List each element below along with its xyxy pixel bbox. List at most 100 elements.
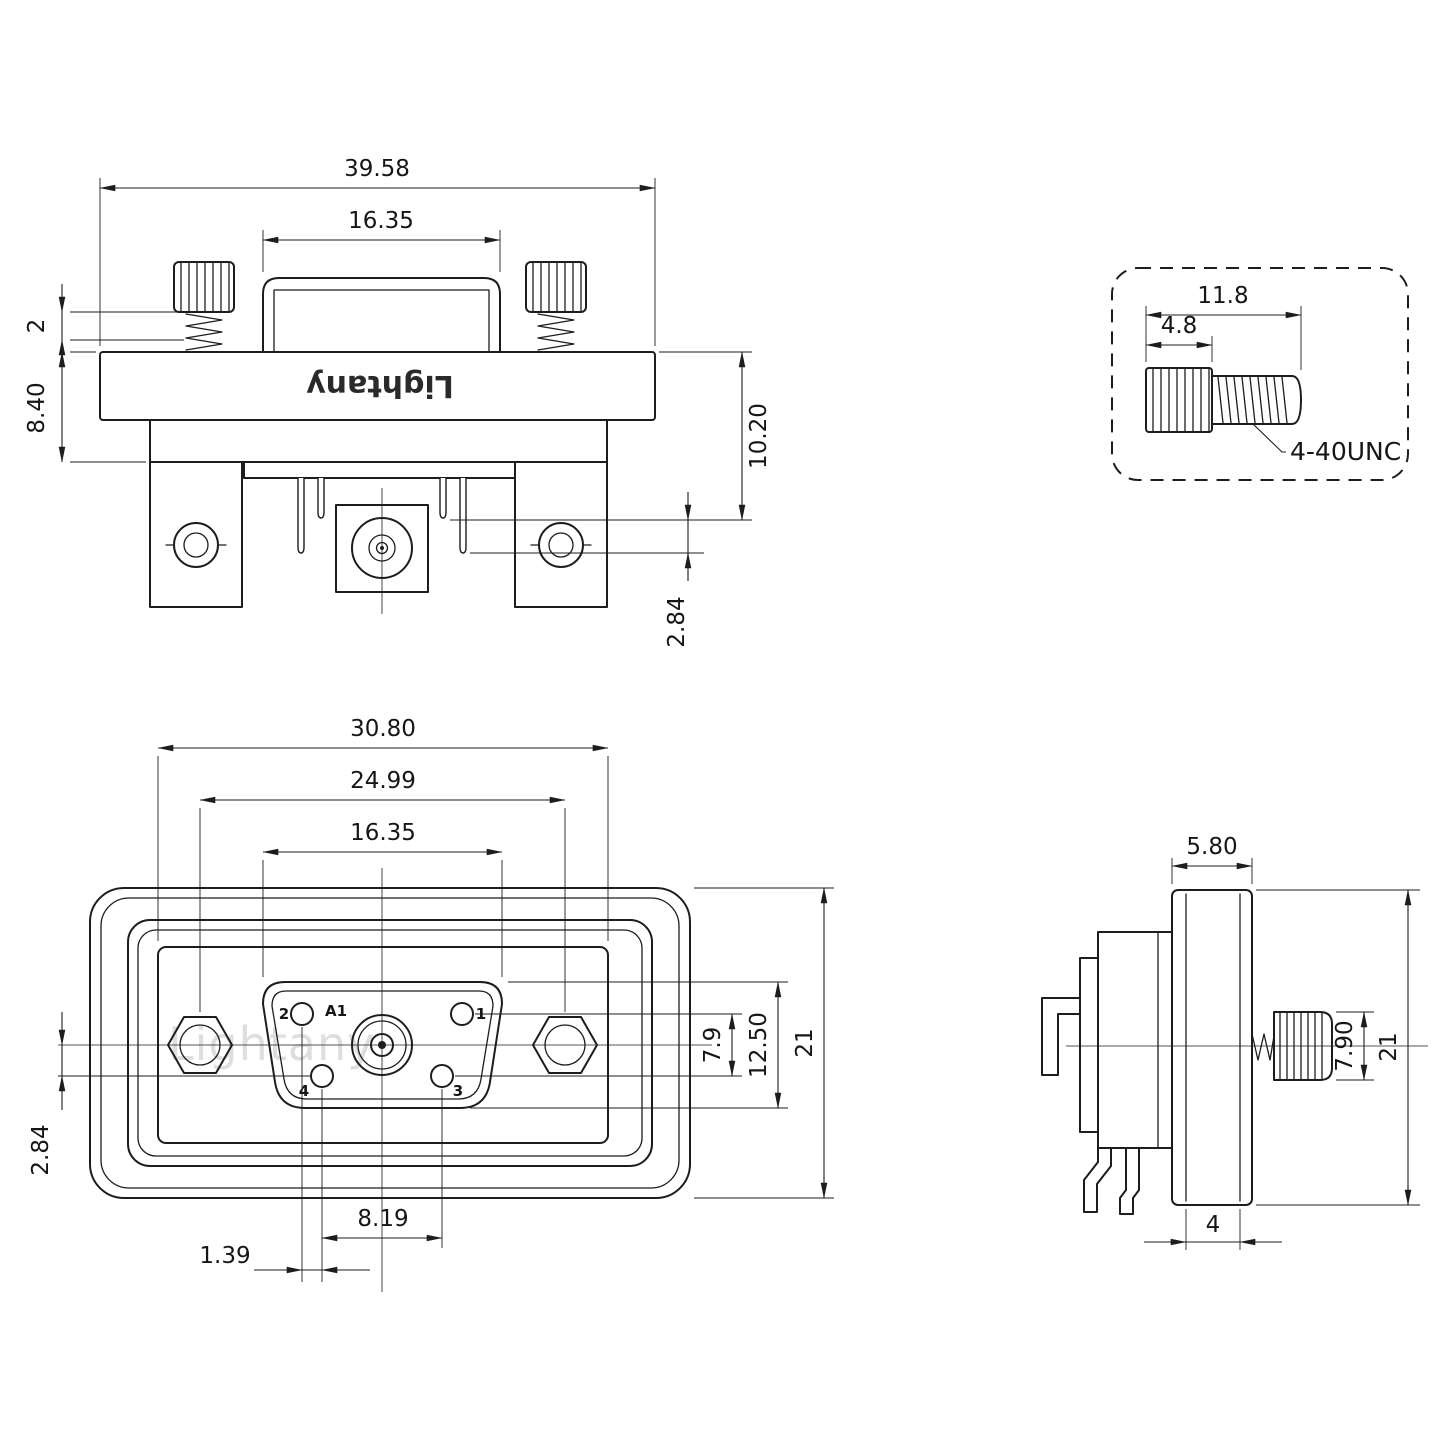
left-hex-nut [167, 1016, 233, 1074]
shell-top [262, 277, 501, 353]
coax-contact-dot [378, 1041, 386, 1049]
dim-text-pin-step: 2.84 [664, 596, 690, 647]
coax-pin-dot [380, 546, 384, 550]
left-thumbscrew-knurl [180, 262, 230, 312]
coax-block [335, 504, 429, 593]
body [149, 419, 608, 463]
screw-head-knurl-side [1279, 1012, 1323, 1080]
dim-hole-spacing: 24.99 [199, 768, 566, 1012]
housing-outer-inner-line [100, 897, 680, 1189]
thread-leader-line [1252, 423, 1286, 453]
dshell-inner [271, 990, 494, 1100]
left-screw-spring [185, 313, 223, 351]
dim-text-body-height: 8.40 [24, 382, 50, 433]
screw-spring-side [1251, 1033, 1275, 1061]
left-mount-hole-inner [183, 532, 209, 558]
shell-top-inner [273, 289, 490, 353]
dim-shell-height: 12.50 [470, 981, 788, 1109]
dim-screw-head-height: 7.90 [1332, 1011, 1374, 1081]
dim-text-hole-spacing: 24.99 [350, 768, 416, 794]
front-view: Lightany [28, 716, 834, 1292]
dim-overall-height-side: 21 [1256, 889, 1420, 1206]
top-view: Lightany [24, 156, 772, 648]
gasket-inner-line [137, 929, 643, 1157]
dim-text-washer: 2 [24, 319, 50, 334]
dim-screw-head-length: 4.8 [1145, 313, 1213, 362]
hold-down-bracket [1041, 997, 1081, 1076]
side-view-geometry [1041, 889, 1333, 1215]
contact-1 [450, 1002, 474, 1026]
dim-pin-step: 2.84 [470, 492, 704, 648]
left-mount-hole [173, 522, 219, 568]
front-view-geometry: A1 2 1 4 3 [89, 887, 691, 1199]
dim-pin-offset: 1.39 [199, 1027, 370, 1282]
screw-detail-view: 11.8 4.8 4-40UNC [1111, 267, 1409, 481]
detail-screw-thread [1217, 376, 1288, 424]
coax-contact-pin [370, 1033, 394, 1057]
gasket-outer [127, 919, 653, 1167]
right-thumbscrew-head [525, 261, 587, 313]
detail-screw-shaft [1211, 375, 1302, 425]
dim-plate-depth: 4 [1144, 1209, 1282, 1250]
dim-contact-span: 7.9 [455, 1013, 742, 1077]
dim-text-bracket-depth: 5.80 [1186, 834, 1237, 860]
dim-pin-span: 8.19 [321, 1089, 443, 1282]
coax-contact-outer [351, 1014, 413, 1076]
dim-row-offset: 2.84 [28, 1012, 310, 1176]
contact-4 [310, 1064, 334, 1088]
solder-leg-left [1083, 1147, 1112, 1213]
right-hex-nut-bore [544, 1024, 586, 1066]
dim-overall-height-front: 21 [694, 887, 834, 1199]
label-pin2: 2 [279, 1005, 289, 1023]
dim-text-screw-length: 11.8 [1197, 283, 1248, 309]
contact-2 [290, 1002, 314, 1026]
coax-pin-ring [375, 541, 389, 555]
dim-text-contact-span: 7.9 [700, 1027, 726, 1064]
left-leg [149, 461, 243, 608]
dim-text-mount-height: 10.20 [746, 403, 772, 469]
dim-mount-height: 10.20 [450, 351, 772, 521]
label-pin3: 3 [453, 1082, 463, 1100]
connector-body [1097, 931, 1173, 1149]
dim-shell-width-top: 16.35 [262, 208, 501, 272]
pin-outer-right [459, 478, 467, 554]
dim-text-flange-width: 30.80 [350, 716, 416, 742]
dim-text-screw-head-height: 7.90 [1332, 1020, 1358, 1071]
right-thumbscrew-knurl [532, 262, 582, 312]
dim-text-overall-width: 39.58 [344, 156, 410, 182]
dim-text-shell-height: 12.50 [746, 1012, 772, 1078]
left-thumbscrew-head [173, 261, 235, 313]
dim-washer-thickness: 2 [24, 284, 184, 368]
dim-text-pin-span: 8.19 [357, 1206, 408, 1232]
screw-head-side [1273, 1011, 1333, 1081]
thread-callout: 4-40UNC [1252, 423, 1401, 466]
coax-mid-ring [368, 534, 396, 562]
dim-overall-width: 39.58 [99, 156, 656, 346]
detail-box [1111, 267, 1409, 481]
dim-text-row-offset: 2.84 [28, 1124, 54, 1175]
pin-outer-left [297, 478, 305, 554]
dim-screw-length: 11.8 [1145, 283, 1302, 370]
pin-inner-left [317, 478, 325, 519]
brand-logo: Lightany [306, 368, 454, 403]
dshell-outer [262, 981, 503, 1109]
pin-inner-right [439, 478, 447, 519]
shell-lip [1079, 957, 1099, 1133]
dim-bracket-depth: 5.80 [1171, 834, 1253, 884]
dim-flange-width: 30.80 [157, 716, 609, 941]
dim-text-pin-offset: 1.39 [199, 1243, 250, 1269]
label-pin4: 4 [299, 1082, 309, 1100]
left-hex-nut-bore [179, 1024, 221, 1066]
right-leg [514, 461, 608, 608]
body-step [243, 461, 516, 479]
dim-text-overall-height-side: 21 [1376, 1032, 1402, 1061]
side-view: 5.80 7.90 21 4 [1041, 834, 1428, 1250]
detail-screw-head [1145, 367, 1213, 433]
right-mount-hole-inner [548, 532, 574, 558]
flange-face [157, 946, 609, 1144]
dim-text-shell-width-front: 16.35 [350, 820, 416, 846]
coax-outer-ring [351, 517, 413, 579]
dim-text-screw-head-length: 4.8 [1161, 313, 1198, 339]
dim-text-plate-depth: 4 [1206, 1212, 1221, 1238]
